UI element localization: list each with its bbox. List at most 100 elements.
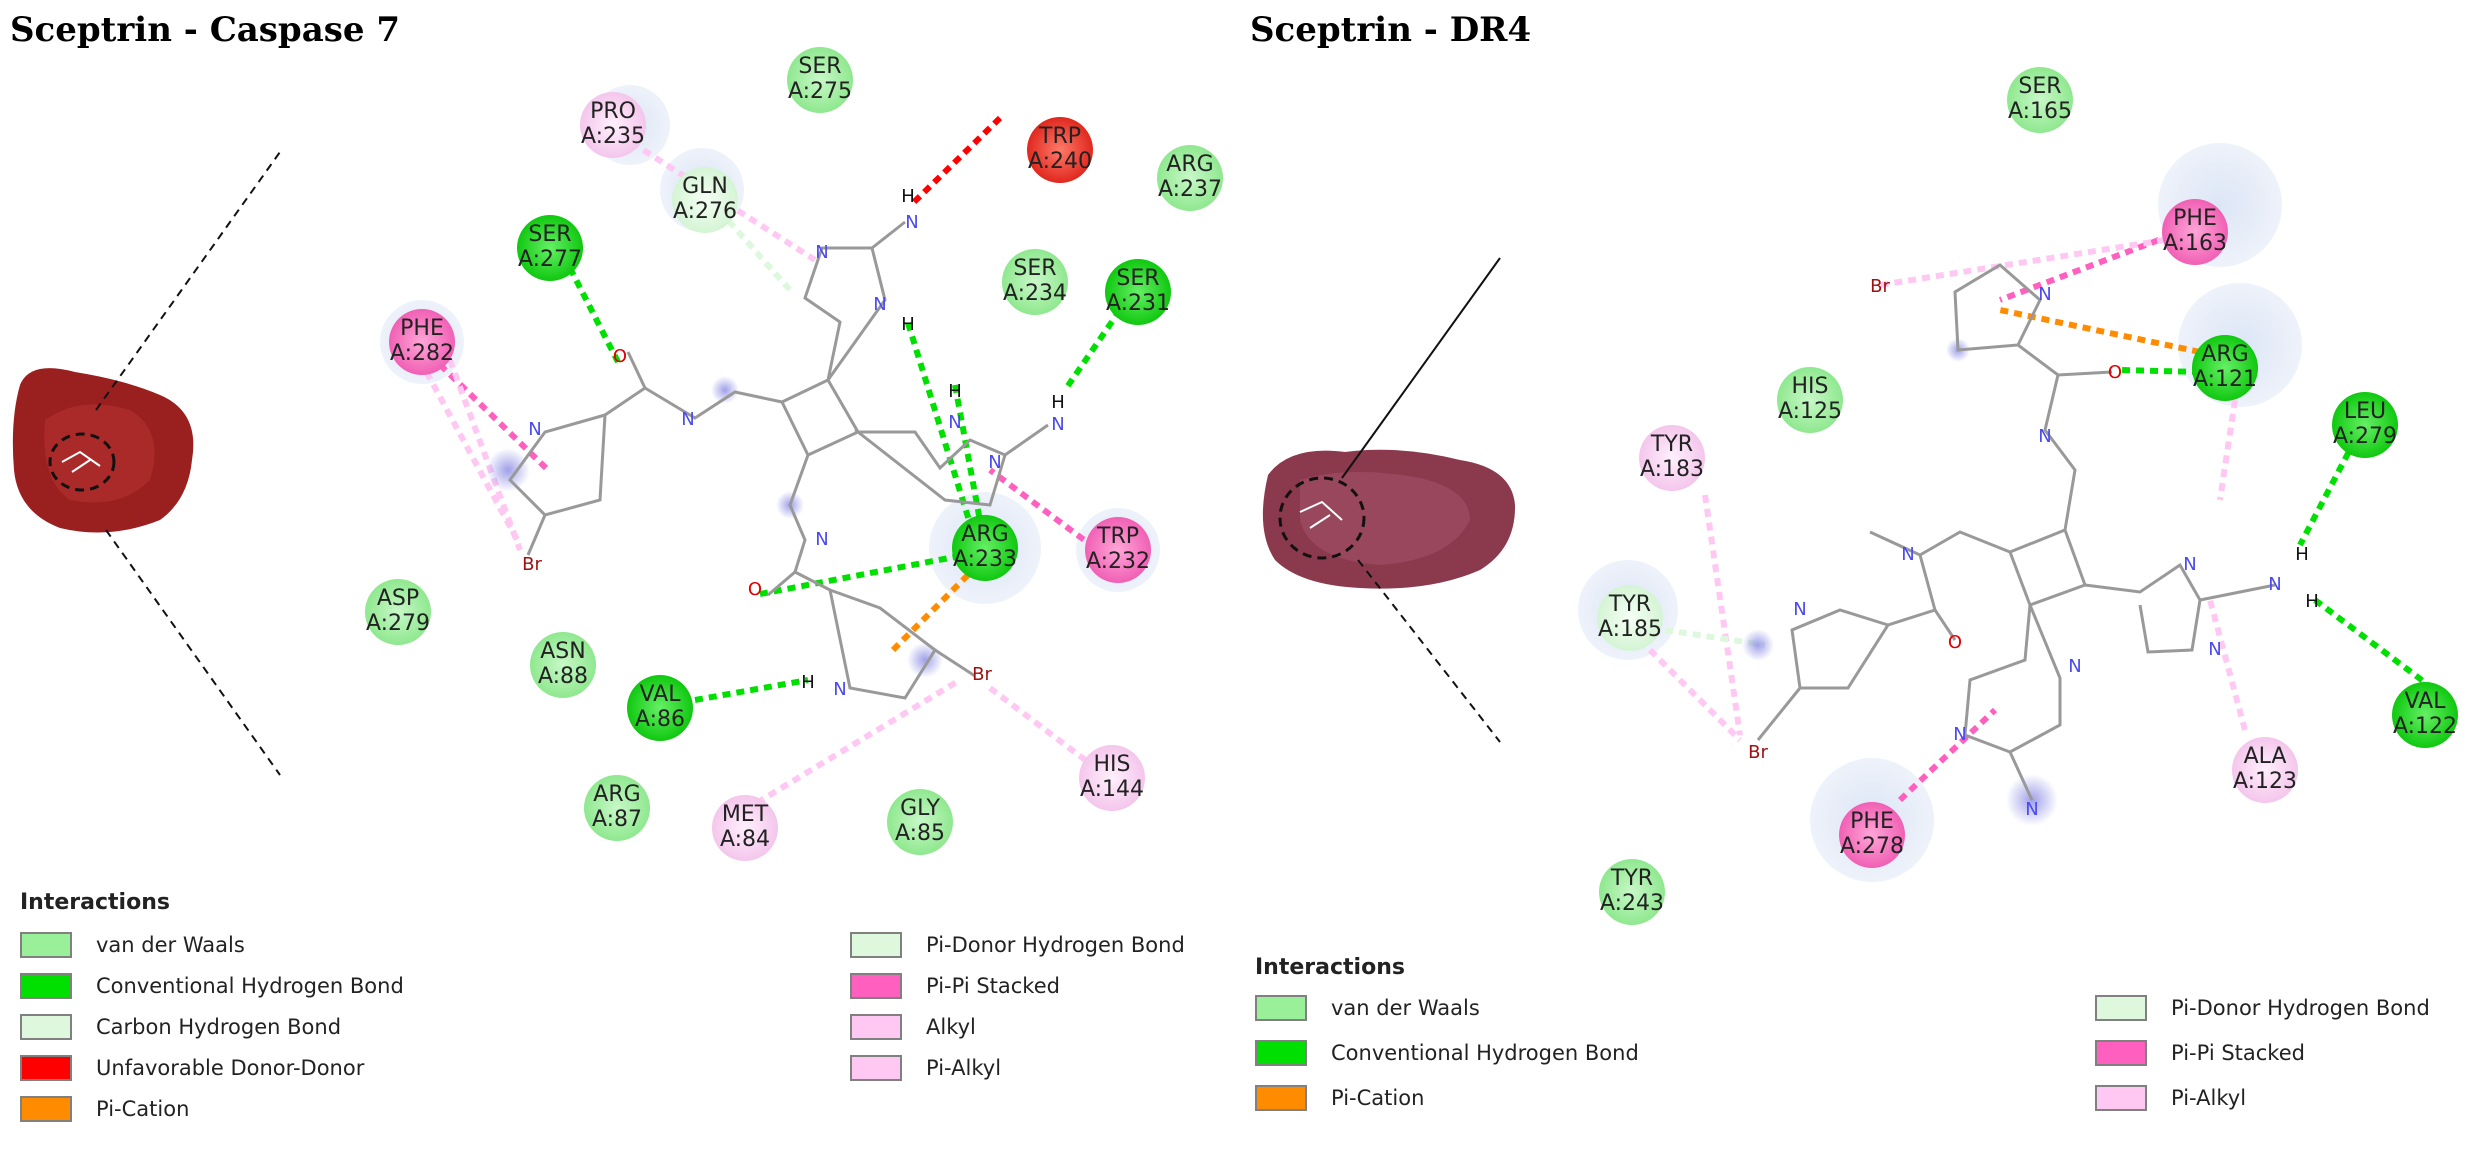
residue-disc — [1639, 425, 1705, 491]
residue-name: ARG — [961, 522, 1008, 547]
residue-disc — [1157, 145, 1223, 211]
residue-disc — [2392, 682, 2458, 748]
legend-label: van der Waals — [96, 933, 245, 957]
residue-disc — [389, 309, 455, 375]
residue-num: A:123 — [2233, 769, 2297, 794]
residue-num: A:234 — [1003, 281, 1067, 306]
residue-num: A:278 — [1840, 834, 1904, 859]
legend-swatch — [1255, 1085, 1307, 1111]
residue-disc — [1599, 859, 1665, 925]
legend-swatch — [850, 1055, 902, 1081]
legend-swatch — [2095, 1040, 2147, 1066]
legend-label: Pi-Pi Stacked — [926, 974, 1060, 998]
legend-label: Conventional Hydrogen Bond — [1331, 1041, 1639, 1065]
legend-swatch — [20, 932, 72, 958]
svg-text:N: N — [1953, 724, 1966, 745]
residue-num: A:233 — [953, 547, 1017, 572]
right-zoom-line-top — [1341, 257, 1501, 479]
legend-label: Carbon Hydrogen Bond — [96, 1015, 342, 1039]
residue-name: VAL — [2405, 689, 2447, 714]
residue-num: A:275 — [788, 79, 852, 104]
legend-swatch — [850, 973, 902, 999]
svg-text:H: H — [948, 381, 962, 402]
svg-text:N: N — [528, 419, 541, 440]
svg-text:N: N — [873, 294, 886, 315]
svg-text:N: N — [681, 409, 694, 430]
residue-name: TYR — [1650, 432, 1693, 457]
svg-text:N: N — [2038, 426, 2051, 447]
svg-text:N: N — [1793, 599, 1806, 620]
residue-num: A:279 — [366, 611, 430, 636]
right-ligand-atoms: Br Br O O N N N N N N N N N N H H — [1748, 276, 2319, 820]
legend-label: Unfavorable Donor-Donor — [96, 1056, 365, 1080]
svg-text:N: N — [2208, 639, 2221, 660]
svg-text:Br: Br — [522, 554, 542, 575]
residue-num: A:231 — [1106, 291, 1170, 316]
left-ligand-structure — [486, 220, 1049, 700]
residue-num: A:282 — [390, 341, 454, 366]
legend-item: Alkyl — [850, 1014, 976, 1040]
legend-label: Pi-Pi Stacked — [2171, 1041, 2305, 1065]
legend-swatch — [20, 1014, 72, 1040]
residue-name: TYR — [1610, 866, 1653, 891]
svg-text:Br: Br — [972, 664, 992, 685]
residue-name: PHE — [1850, 809, 1894, 834]
svg-text:Br: Br — [1870, 276, 1890, 297]
residue-name: SER — [528, 222, 571, 247]
residue-name: HIS — [1094, 752, 1131, 777]
svg-text:O: O — [2108, 362, 2122, 383]
residue-disc — [1085, 517, 1151, 583]
residue-num: A:165 — [2008, 99, 2072, 124]
residue-disc — [1002, 249, 1068, 315]
legend-label: Pi-Donor Hydrogen Bond — [926, 933, 1185, 957]
residue-num: A:84 — [720, 827, 770, 852]
svg-text:H: H — [801, 672, 815, 693]
legend-item: Conventional Hydrogen Bond — [20, 973, 404, 999]
svg-text:N: N — [2025, 799, 2038, 820]
residue-num: A:122 — [2393, 714, 2457, 739]
legend-label: Pi-Cation — [1331, 1086, 1425, 1110]
residue-disc — [365, 579, 431, 645]
legend-item: Pi-Pi Stacked — [2095, 1040, 2305, 1066]
legend-item: Pi-Donor Hydrogen Bond — [850, 932, 1185, 958]
residue-name: ARG — [593, 782, 640, 807]
left-zoom-line-top — [95, 151, 281, 411]
legend-item: Pi-Pi Stacked — [850, 973, 1060, 999]
residue-disc — [2232, 737, 2298, 803]
svg-text:N: N — [1051, 414, 1064, 435]
residue-name: SER — [798, 54, 841, 79]
residue-num: A:87 — [592, 807, 642, 832]
residue-disc — [580, 92, 646, 158]
residue-disc — [530, 632, 596, 698]
legend-item: Carbon Hydrogen Bond — [20, 1014, 341, 1040]
residue-name: MET — [722, 802, 769, 827]
legend-label: van der Waals — [1331, 996, 1480, 1020]
residue-disc — [627, 675, 693, 741]
right-zoom-line-bottom — [1357, 559, 1501, 743]
right-protein-surface — [1262, 449, 1516, 589]
left-legend-title: Interactions — [20, 890, 170, 915]
residue-num: A:85 — [895, 821, 945, 846]
legend-swatch — [1255, 995, 1307, 1021]
residue-name: GLY — [900, 796, 940, 821]
svg-text:N: N — [2038, 284, 2051, 305]
residue-name: ALA — [2244, 744, 2287, 769]
left-panel-title: Sceptrin - Caspase 7 — [10, 10, 401, 50]
legend-item: Pi-Cation — [1255, 1085, 1424, 1111]
residue-disc — [1597, 585, 1663, 651]
legend-swatch — [2095, 1085, 2147, 1111]
